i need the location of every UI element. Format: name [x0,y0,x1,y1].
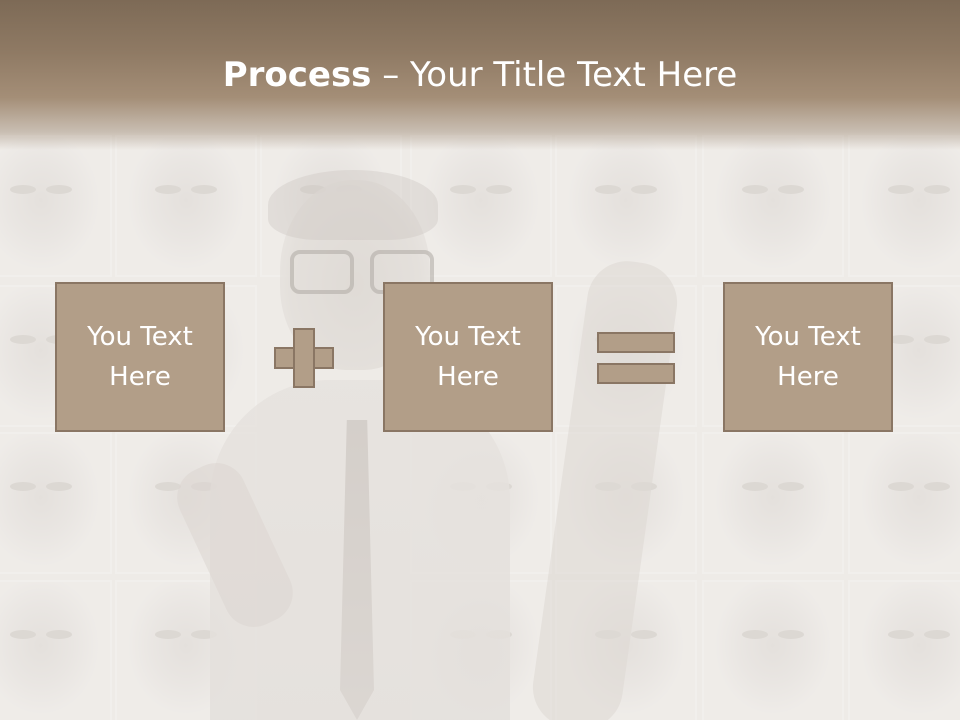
process-box-2[interactable]: You Text Here [383,282,553,432]
plus-icon [274,328,334,388]
process-box-3-line2: Here [777,362,839,392]
process-box-2-text: You Text Here [393,317,543,397]
equals-icon [597,332,675,384]
process-box-3[interactable]: You Text Here [723,282,893,432]
process-box-1-line2: Here [109,362,171,392]
slide-title-rest: – Your Title Text Here [371,55,738,95]
process-box-1[interactable]: You Text Here [55,282,225,432]
title-banner [0,0,960,150]
process-box-3-line1: You Text [755,322,861,352]
process-box-2-line2: Here [437,362,499,392]
process-box-1-line1: You Text [87,322,193,352]
process-box-2-line1: You Text [415,322,521,352]
process-box-3-text: You Text Here [733,317,883,397]
process-box-1-text: You Text Here [65,317,215,397]
slide-title-bold: Process [222,55,372,95]
slide-title[interactable]: Process – Your Title Text Here [0,52,960,98]
